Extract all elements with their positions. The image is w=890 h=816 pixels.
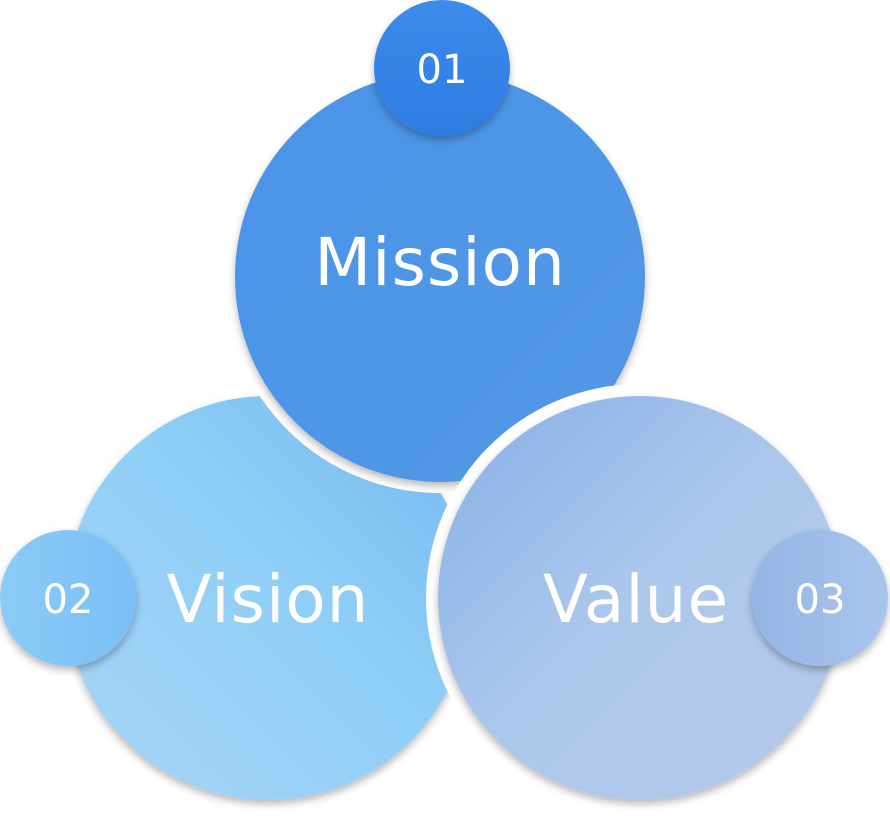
value-label: Value xyxy=(543,561,729,638)
badge-02-number: 02 xyxy=(43,577,94,623)
badge-01: 01 xyxy=(374,0,510,136)
value-circle xyxy=(426,384,854,812)
mission-circle xyxy=(224,61,656,493)
badge-03: 03 xyxy=(752,530,888,666)
vision-circle xyxy=(66,396,470,800)
badge-01-number: 01 xyxy=(417,47,468,93)
badge-02: 02 xyxy=(0,530,136,666)
mission-label: Mission xyxy=(314,224,566,301)
badge-03-number: 03 xyxy=(795,577,846,623)
vision-label: Vision xyxy=(167,561,370,638)
